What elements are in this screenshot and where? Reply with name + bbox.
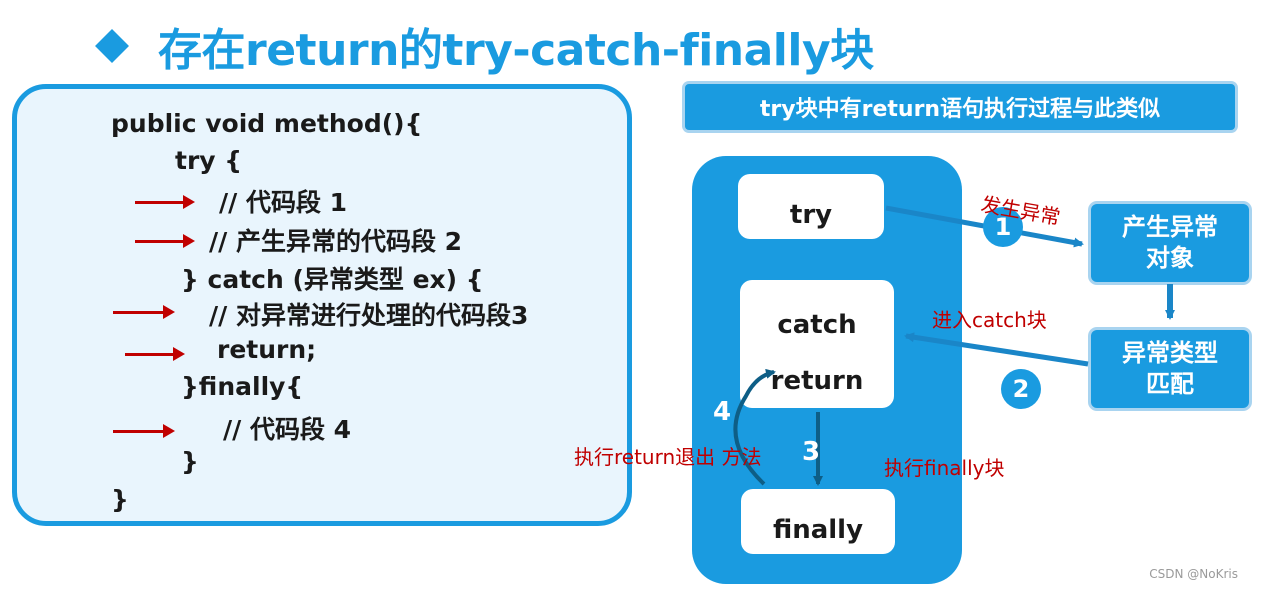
exception-object-line-2: 对象 <box>1146 244 1194 272</box>
code-line-9: // 代码段 4 <box>223 415 352 444</box>
finally-label: finally <box>772 515 864 545</box>
step-4-number: 4 <box>713 397 732 427</box>
finally-block: finally <box>741 489 895 554</box>
type-match-box: 异常类型 匹配 <box>1091 330 1249 408</box>
exception-object-box: 产生异常 对象 <box>1091 204 1249 282</box>
code-line-2: try { <box>175 146 243 175</box>
code-line-5: } catch (异常类型 ex) { <box>181 265 484 294</box>
code-line-3: // 代码段 1 <box>219 188 348 217</box>
slide-title: 存在return的try-catch-finally块 <box>95 14 874 78</box>
type-match-line-2: 匹配 <box>1146 370 1194 398</box>
code-line-4: // 产生异常的代码段 2 <box>209 227 463 256</box>
enter-catch-label: 进入catch块 <box>932 308 1047 332</box>
title-text: 存在return的try-catch-finally块 <box>158 25 874 76</box>
step-1-badge: 1 <box>983 207 1023 247</box>
code-panel: public void method(){ try { // 代码段 1 // … <box>12 84 632 526</box>
red-arrow-icon <box>135 195 195 209</box>
red-arrow-icon <box>113 424 175 438</box>
try-label: try <box>789 200 833 230</box>
watermark: CSDN @NoKris <box>1149 567 1238 581</box>
code-line-10: } <box>181 447 199 476</box>
arrow-enter-catch <box>904 332 1089 367</box>
exception-object-line-1: 产生异常 <box>1122 213 1218 241</box>
red-arrow-icon <box>125 347 185 361</box>
code-line-6: // 对异常进行处理的代码段3 <box>209 301 529 330</box>
exit-label: 执行return退出 方法 <box>574 445 762 469</box>
code-line-7: return; <box>217 335 317 364</box>
red-arrow-icon <box>135 234 195 248</box>
catch-label: catch <box>777 310 857 340</box>
code-line-1: public void method(){ <box>111 109 423 138</box>
arrow-loop-back <box>733 368 776 486</box>
red-arrow-icon <box>113 305 175 319</box>
catch-block: catch return <box>740 280 894 408</box>
type-match-line-1: 异常类型 <box>1122 339 1218 367</box>
code-line-8: }finally{ <box>181 372 304 401</box>
step-3-number: 3 <box>802 437 821 467</box>
return-label: return <box>770 366 864 396</box>
try-block: try <box>738 174 884 239</box>
banner-note: try块中有return语句执行过程与此类似 <box>685 84 1235 130</box>
step-2-badge: 2 <box>1001 369 1041 409</box>
code-line-11: } <box>111 485 129 514</box>
finally-exec-label: 执行finally块 <box>884 456 1005 480</box>
